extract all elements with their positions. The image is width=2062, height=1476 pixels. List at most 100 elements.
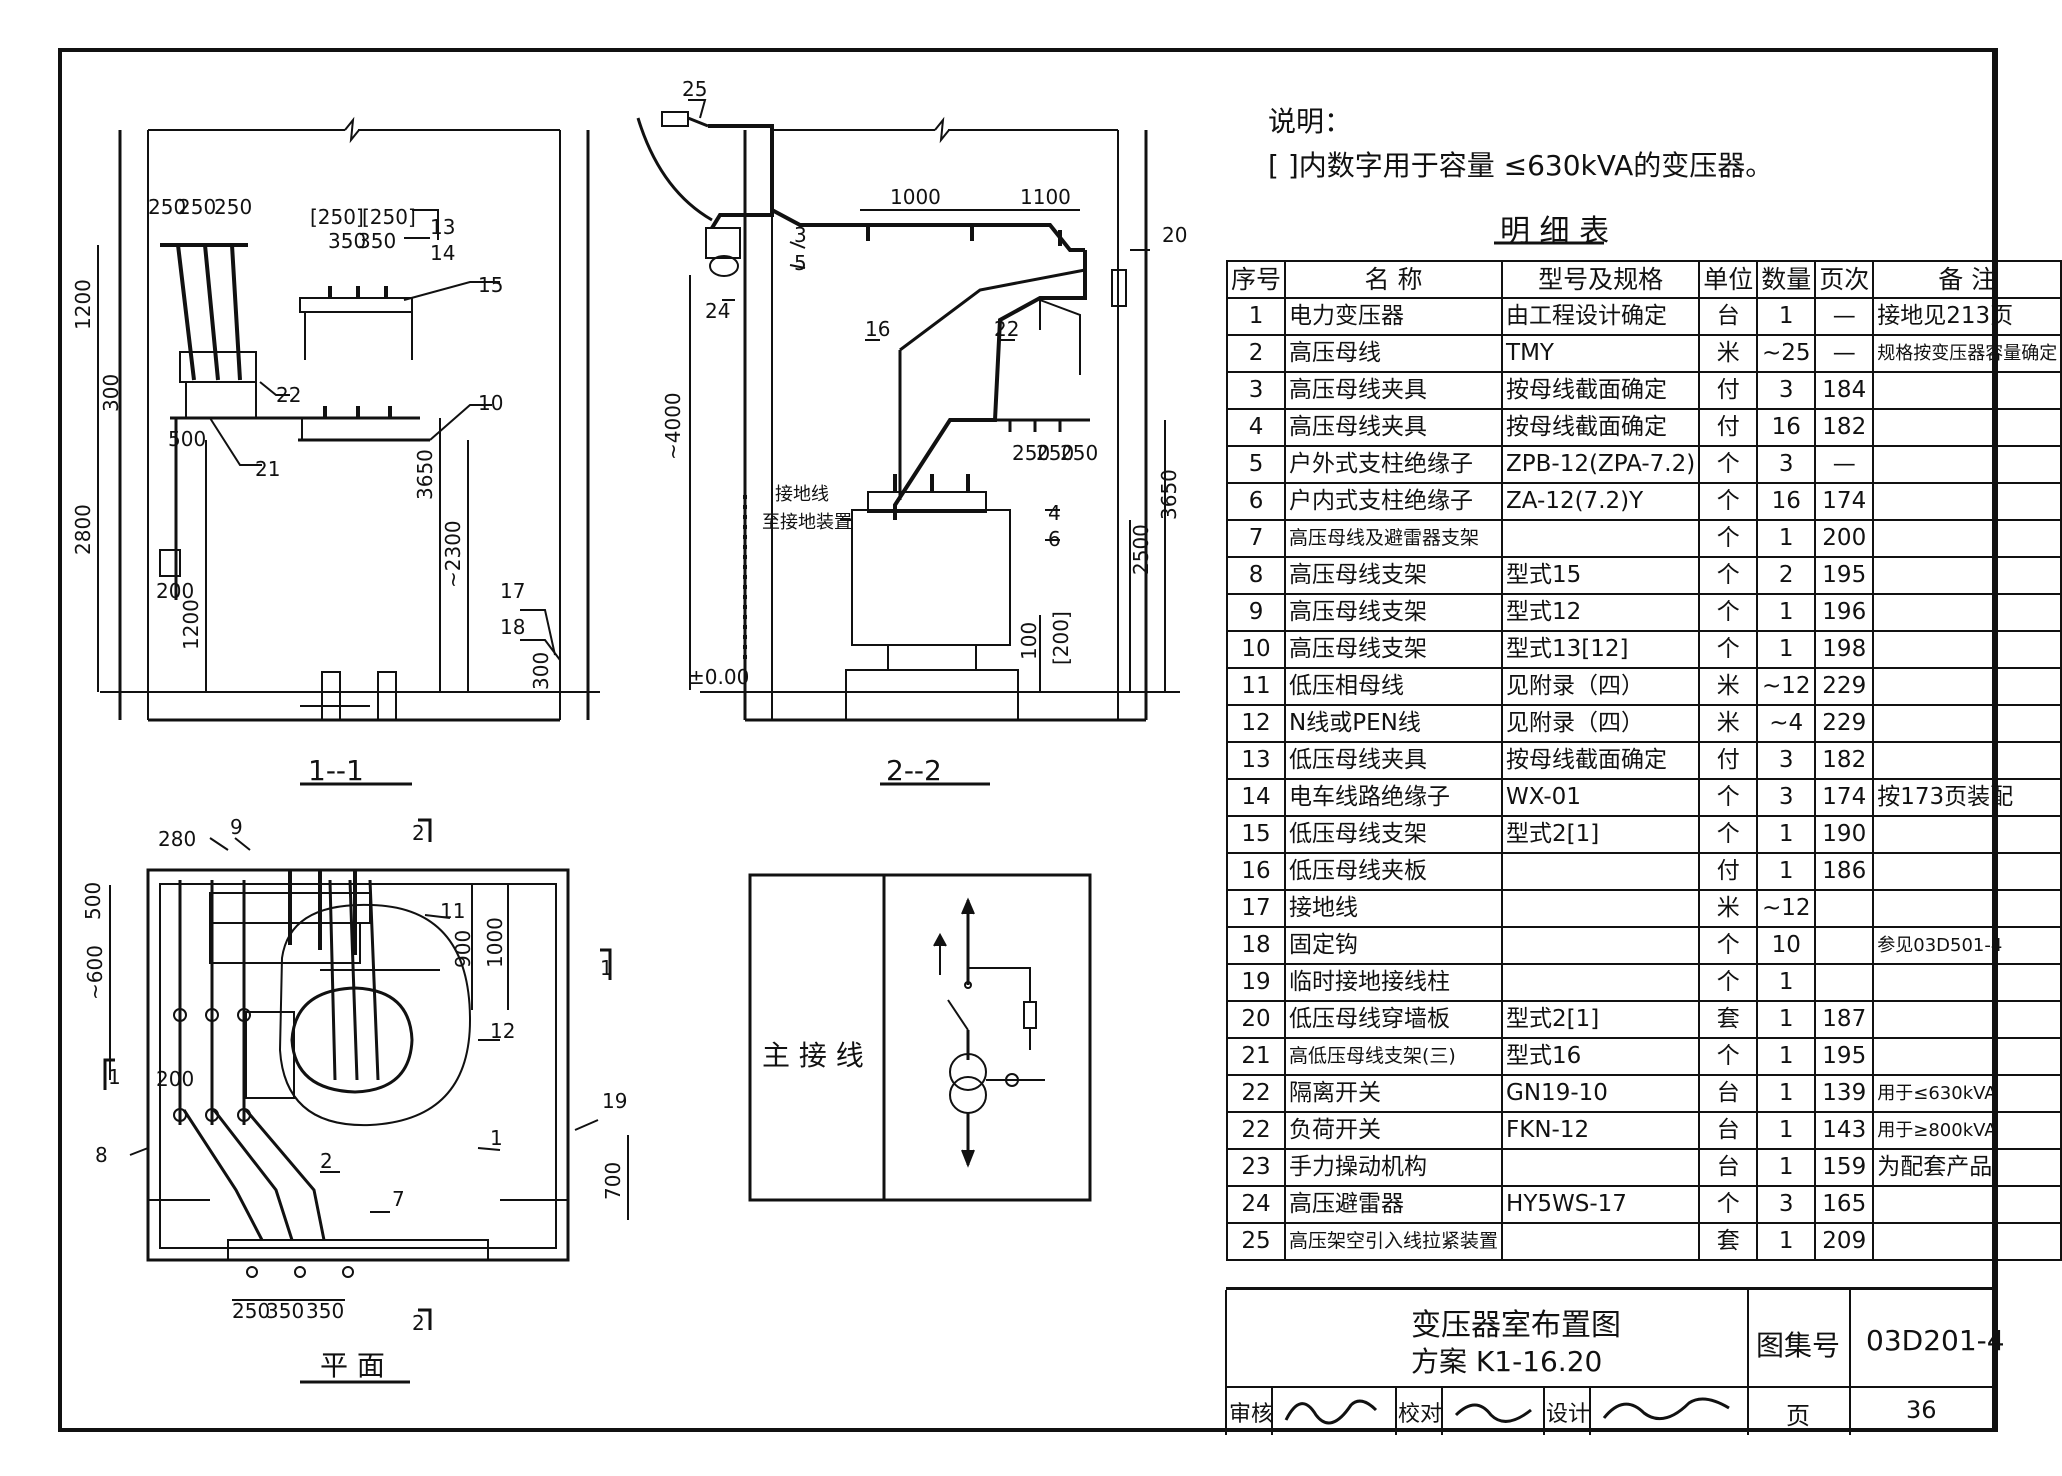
table-cell [1872, 1222, 2062, 1261]
table-cell: 7 [1225, 519, 1287, 558]
bom-header: 数量 [1756, 260, 1817, 299]
table-cell: 高压母线支架 [1284, 593, 1504, 632]
table-cell: 10 [1756, 926, 1817, 965]
table-cell: 低压母线穿墙板 [1284, 1000, 1504, 1039]
callout-11-10: 10 [478, 391, 503, 415]
table-cell: 3 [1225, 371, 1287, 410]
table-cell [1872, 593, 2062, 632]
table-cell [1814, 889, 1875, 928]
table-cell: 临时接地接线柱 [1284, 963, 1504, 1002]
table-cell: 1 [1756, 852, 1817, 891]
notes-heading: 说明： [1268, 105, 1353, 138]
table-cell: 1 [1756, 1148, 1817, 1187]
table-cell: 个 [1698, 556, 1759, 595]
table-cell: 187 [1814, 1000, 1875, 1039]
bom-header-row: 序号 名 称 型号及规格 单位 数量 页次 备 注 [1225, 260, 2062, 299]
table-cell: 22 [1225, 1111, 1287, 1150]
dim-11-j: 500 [168, 427, 206, 451]
table-cell: 型式2[1] [1501, 1000, 1701, 1039]
table-cell: 个 [1698, 778, 1759, 817]
table-cell [1814, 926, 1875, 965]
table-cell: 高压母线夹具 [1284, 371, 1504, 410]
table-cell: 规格按变压器容量确定 [1872, 334, 2062, 373]
callout-11-22: 22 [276, 383, 301, 407]
table-cell [1872, 889, 2062, 928]
callout-22-4: 4 [1048, 501, 1061, 525]
table-cell: 143 [1814, 1111, 1875, 1150]
table-cell: 隔离开关 [1284, 1074, 1504, 1113]
dim-11-o: ~2300 [441, 520, 465, 588]
table-cell: 22 [1225, 1074, 1287, 1113]
table-cell: 2 [1756, 556, 1817, 595]
dim-11-d: [250] [310, 205, 364, 229]
dim-plan-i: 350 [266, 1299, 304, 1323]
table-cell: 高压母线 [1284, 334, 1504, 373]
callout-plan-2: 2 [320, 1149, 333, 1173]
table-cell: 190 [1814, 815, 1875, 854]
table-cell [1814, 963, 1875, 1002]
table-cell: 25 [1225, 1222, 1287, 1261]
table-cell [1872, 1185, 2062, 1224]
table-cell [1872, 408, 2062, 447]
table-cell: 米 [1698, 889, 1759, 928]
table-cell: 型式16 [1501, 1037, 1701, 1076]
table-cell: 3 [1756, 371, 1817, 410]
table-cell [1501, 1148, 1701, 1187]
table-cell: 高压架空引入线拉紧装置 [1284, 1222, 1504, 1261]
table-cell: 209 [1814, 1222, 1875, 1261]
table-cell: 型式13[12] [1501, 630, 1701, 669]
table-cell: 台 [1698, 1074, 1759, 1113]
table-cell: 接地见213页 [1872, 297, 2062, 336]
dim-11-f: 350 [328, 229, 366, 253]
table-cell: 1 [1756, 1074, 1817, 1113]
table-cell: 3 [1756, 778, 1817, 817]
table-cell: 付 [1698, 371, 1759, 410]
table-cell: 套 [1698, 1222, 1759, 1261]
dim-plan-c: ~600 [83, 945, 107, 1000]
table-cell: 型式12 [1501, 593, 1701, 632]
bom-header: 单位 [1698, 260, 1759, 299]
callout-22-20: 20 [1162, 223, 1187, 247]
table-cell: 1 [1756, 297, 1817, 336]
dim-plan-a: 280 [158, 827, 196, 851]
table-cell: 200 [1814, 519, 1875, 558]
table-cell [1872, 630, 2062, 669]
table-cell: ZA-12(7.2)Y [1501, 482, 1701, 521]
table-cell: 21 [1225, 1037, 1287, 1076]
callout-22-16: 16 [865, 317, 890, 341]
dim-22-k: ±0.00 [688, 665, 749, 689]
table-cell: 174 [1814, 482, 1875, 521]
dim-11-l: 200 [156, 579, 194, 603]
table-cell [1872, 667, 2062, 706]
table-cell: 个 [1698, 593, 1759, 632]
atlas-label: 图集号 [1756, 1329, 1841, 1362]
table-cell: ~12 [1756, 889, 1817, 928]
dim-22-b: 1100 [1020, 185, 1071, 209]
table-cell: 按173页装配 [1872, 778, 2062, 817]
table-cell: 固定钩 [1284, 926, 1504, 965]
ground-label-2: 至接地装置 [762, 512, 852, 533]
table-cell: 16 [1756, 482, 1817, 521]
table-cell: 1 [1756, 963, 1817, 1002]
table-cell: 为配套产品 [1872, 1148, 2062, 1187]
table-cell: 台 [1698, 297, 1759, 336]
table-cell: 用于≤630kVA [1872, 1074, 2062, 1113]
table-cell [1872, 556, 2062, 595]
callout-22-3: 3 [794, 223, 807, 247]
table-cell: WX-01 [1501, 778, 1701, 817]
table-cell: 13 [1225, 741, 1287, 780]
callout-22-6: 6 [1048, 527, 1061, 551]
callout-plan-1: 1 [490, 1126, 503, 1150]
page-label: 页 [1786, 1402, 1810, 1430]
table-cell [1501, 926, 1701, 965]
dim-11-h: 1200 [71, 279, 95, 330]
